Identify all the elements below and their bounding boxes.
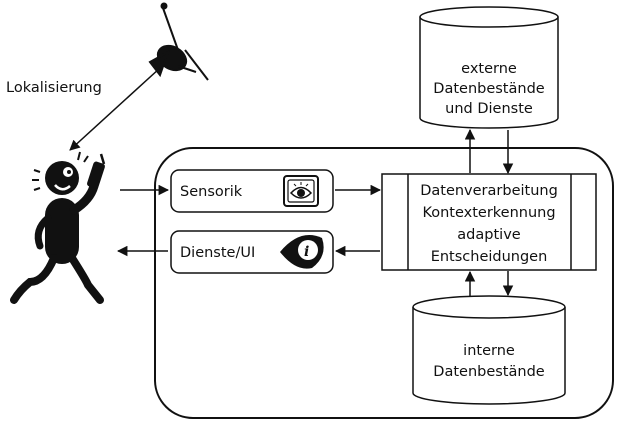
external-db-line-1: externe (461, 61, 517, 77)
internal-db-line-1: interne (463, 343, 515, 359)
processing-line-3: adaptive (457, 227, 520, 243)
eye-icon (283, 175, 319, 207)
internal-db-line-2: Datenbestände (433, 364, 544, 380)
processing-line-2: Kontexterkennung (422, 205, 555, 221)
internal-database: interne Datenbestände (412, 295, 566, 405)
dienste-ui-module: Dienste/UI i (170, 230, 334, 274)
system-boundary (154, 147, 614, 419)
localization-label: Lokalisierung (6, 80, 102, 96)
external-database: externe Datenbestände und Dienste (419, 6, 559, 129)
processing-line-1: Datenverarbeitung (420, 183, 558, 199)
sensorik-label: Sensorik (180, 184, 243, 200)
dienste-ui-label: Dienste/UI (180, 245, 255, 261)
external-db-line-2: Datenbestände (433, 81, 544, 97)
localization-arrow (69, 67, 161, 151)
external-db-line-3: und Dienste (445, 101, 533, 117)
info-eye-icon: i (280, 235, 324, 269)
person-with-phone-icon (10, 151, 106, 304)
svg-text:i: i (304, 244, 309, 260)
processing-line-4: Entscheidungen (431, 249, 548, 265)
sensorik-module: Sensorik (170, 169, 334, 213)
processing-module: Datenverarbeitung Kontexterkennung adapt… (381, 173, 597, 271)
satellite-icon (148, 2, 209, 81)
